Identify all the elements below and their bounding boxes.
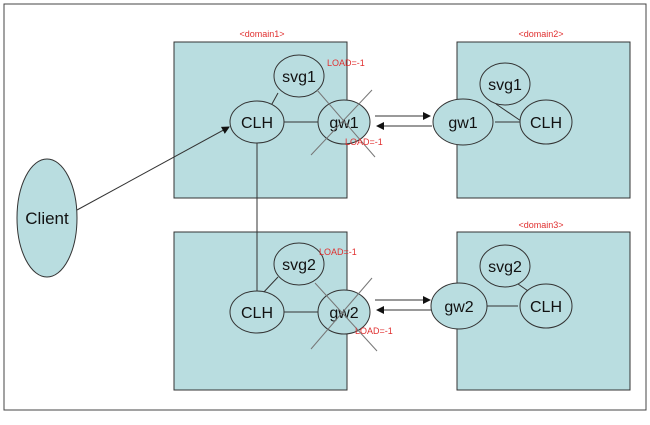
clh-label-lower: CLH (241, 305, 273, 322)
clh-label-d2: CLH (530, 115, 562, 132)
domain3-label: <domain3> (518, 220, 563, 230)
clh-node-lower (229, 290, 285, 334)
svg2-node-d3 (479, 244, 531, 288)
gw2-load-bottom: LOAD=-1 (355, 326, 393, 336)
clh-label-d3: CLH (530, 299, 562, 316)
gw1-cross-line-b (310, 89, 373, 156)
gw1-load-bottom: LOAD=-1 (345, 137, 383, 147)
gw1-cross-line-a (316, 89, 376, 158)
domain1-label: <domain1> (239, 29, 284, 39)
svg1-node-d1 (273, 54, 325, 98)
edge-svg1-clh-d2 (495, 103, 522, 122)
gw2-label-lower: gw2 (329, 305, 358, 322)
gw1-load-top: LOAD=-1 (327, 58, 365, 68)
edge-client-clh (76, 126, 230, 211)
gw1-label-d2: gw1 (448, 115, 477, 132)
svg2-label-lower: svg2 (282, 257, 316, 274)
gw1-node-d2 (432, 98, 494, 146)
outer-frame (3, 3, 647, 411)
gw2-cross-line-b (310, 277, 373, 350)
svg1-node-d2 (479, 62, 531, 106)
gw2-cross-line-a (314, 282, 378, 352)
svg2-node-lower (273, 242, 325, 286)
clh-node-d1 (229, 100, 285, 144)
edge-clh-svg2-lower (261, 276, 279, 295)
clh-node-d2 (519, 99, 573, 145)
client-node (16, 158, 78, 278)
svg2-label-d3: svg2 (488, 259, 522, 276)
svg1-label-d1: svg1 (282, 69, 316, 86)
clh-node-d3 (519, 283, 573, 329)
gw2-label-d3: gw2 (444, 299, 473, 316)
gw1-label-d1: gw1 (329, 115, 358, 132)
domain2-label: <domain2> (518, 29, 563, 39)
client-label: Client (25, 209, 69, 228)
gw2-load-top: LOAD=-1 (319, 247, 357, 257)
clh-label-d1: CLH (241, 115, 273, 132)
svg1-label-d2: svg1 (488, 77, 522, 94)
gw2-node-d3 (430, 282, 488, 330)
